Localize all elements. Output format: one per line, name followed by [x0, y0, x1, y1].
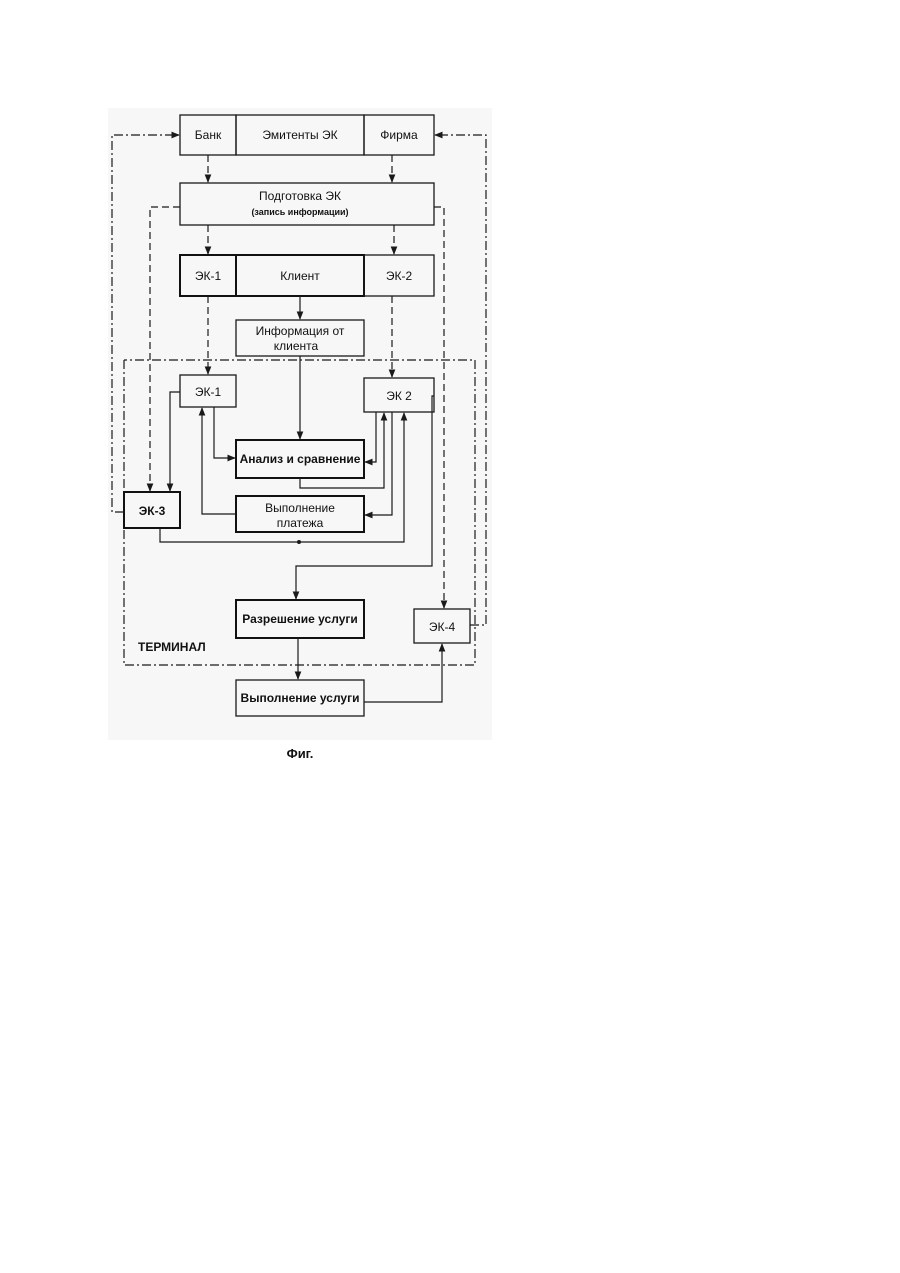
client-label: Клиент [280, 269, 320, 283]
ek2-top-label: ЭК-2 [386, 269, 413, 283]
ek2-label: ЭК 2 [386, 389, 412, 403]
client-info-line1: Информация от [256, 324, 345, 338]
terminal-label: ТЕРМИНАЛ [138, 640, 206, 654]
ek3-label: ЭК-3 [139, 504, 166, 518]
card-preparation-title: Подготовка ЭК [259, 189, 341, 203]
ek1-top-label: ЭК-1 [195, 269, 222, 283]
ek1-label: ЭК-1 [195, 385, 222, 399]
payment-line1: Выполнение [265, 501, 335, 515]
bank-label: Банк [195, 128, 222, 142]
client-info-line2: клиента [274, 339, 319, 353]
permit-label: Разрешение услуги [242, 612, 358, 626]
figure-caption: Фиг. [287, 746, 314, 761]
payment-line2: платежа [277, 516, 324, 530]
service-label: Выполнение услуги [241, 691, 360, 705]
junction-dot [297, 540, 301, 544]
analysis-label: Анализ и сравнение [240, 452, 361, 466]
issuers-label: Эмитенты ЭК [262, 128, 337, 142]
firm-label: Фирма [380, 128, 418, 142]
card-preparation-subtitle: (запись информации) [251, 207, 348, 217]
ek4-label: ЭК-4 [429, 620, 456, 634]
